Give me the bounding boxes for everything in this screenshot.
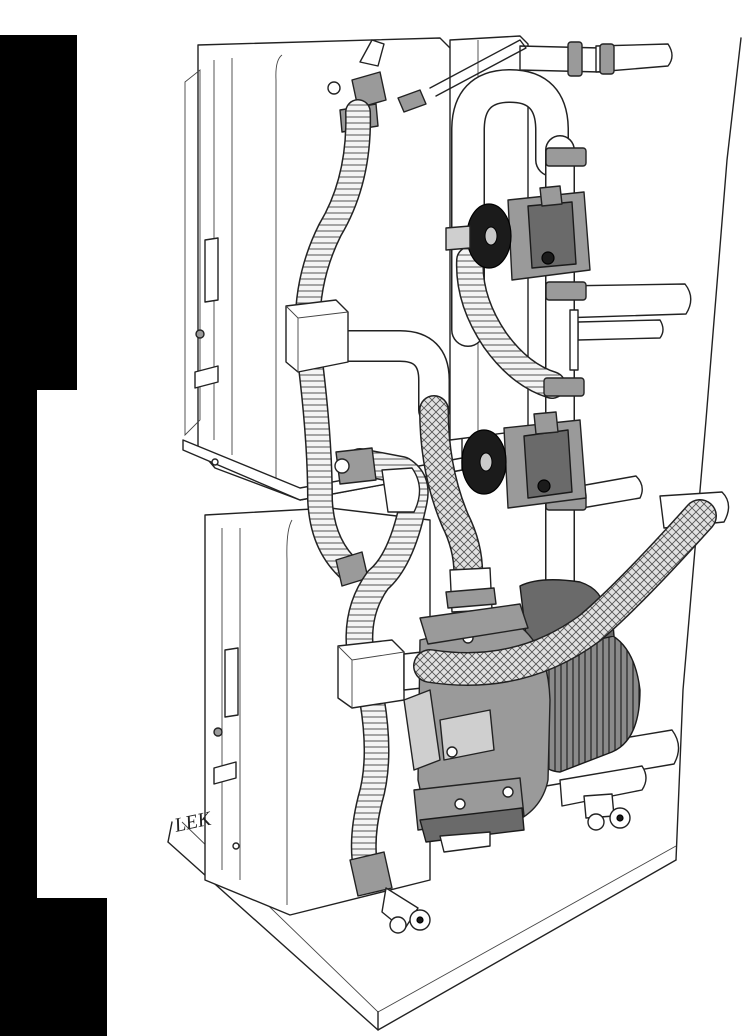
cabinet-frame	[167, 37, 742, 1031]
black-mask-bottom-left	[0, 898, 107, 1036]
upper-manifold	[285, 299, 450, 426]
center-elbow-hose	[334, 447, 429, 664]
black-mask-middle-left	[0, 390, 37, 898]
bottom-valves	[349, 793, 631, 934]
braided-hose-center	[419, 395, 497, 613]
lower-circulator-pump	[461, 411, 587, 509]
braided-hose-main	[413, 499, 717, 686]
black-mask-top-left	[0, 35, 77, 390]
lower-manifold	[337, 639, 441, 883]
upper-circulator-pump	[445, 185, 591, 281]
